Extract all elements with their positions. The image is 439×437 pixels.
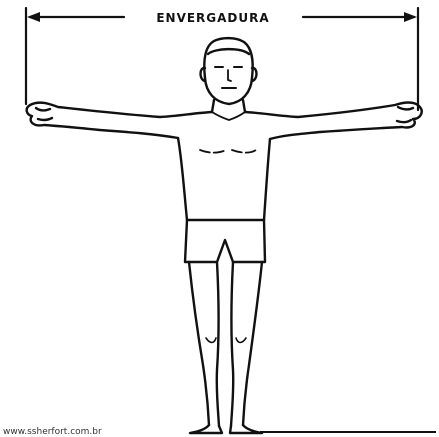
head — [201, 38, 257, 104]
feet — [190, 425, 262, 433]
legs — [189, 262, 262, 433]
nose — [228, 70, 231, 81]
measure-label: ENVERGADURA — [156, 11, 269, 25]
human-figure — [27, 38, 422, 433]
collarbones — [212, 112, 245, 120]
chest — [200, 150, 256, 153]
shorts — [185, 220, 265, 262]
arms-upper-outline — [27, 103, 422, 140]
neck — [212, 100, 245, 112]
left-hand — [36, 108, 52, 120]
watermark: www.ssherfort.com.br — [3, 427, 102, 437]
arrow-left-icon — [27, 12, 40, 22]
arrow-right-icon — [404, 12, 417, 22]
right-hand — [397, 107, 413, 122]
